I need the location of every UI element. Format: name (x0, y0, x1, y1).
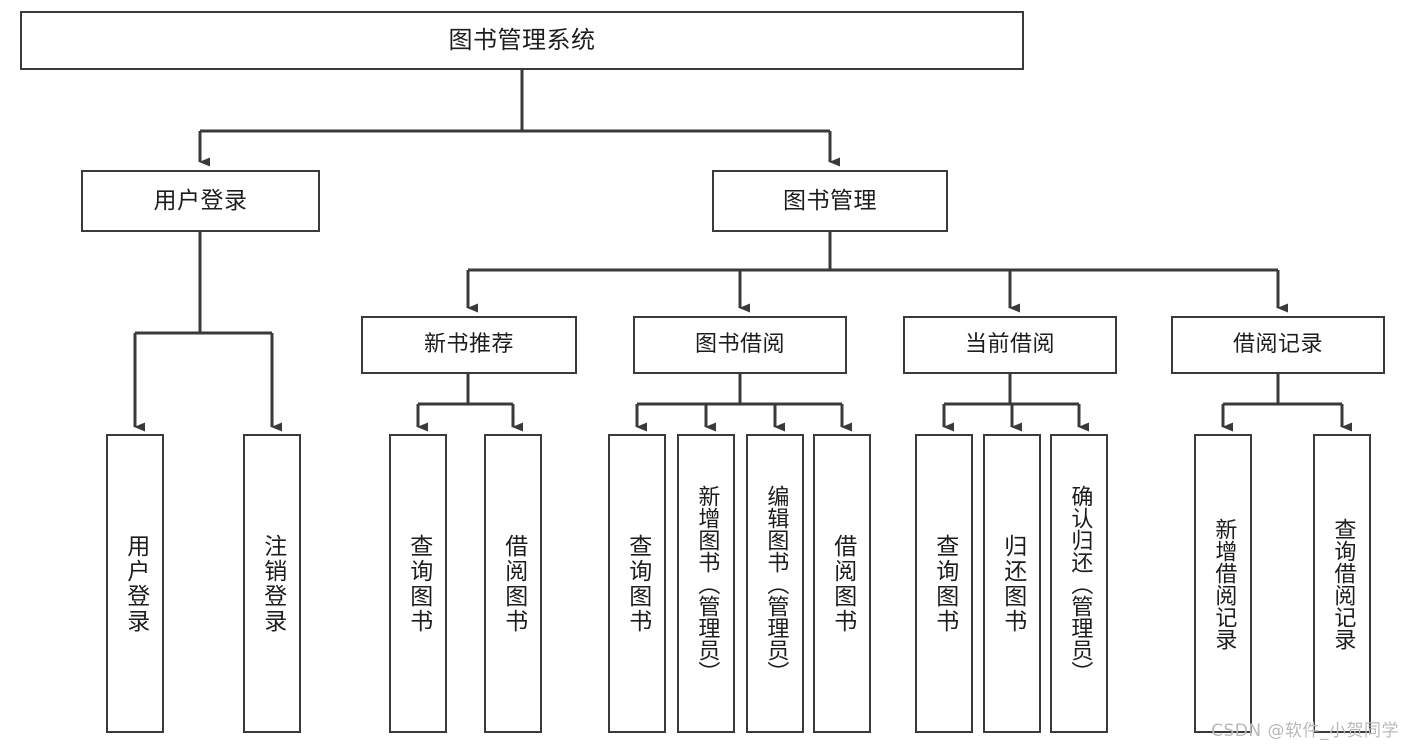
node-root-label: 图书管理系统 (448, 25, 596, 54)
node-leaf-query-book-2[interactable]: 查询图书 (608, 434, 666, 733)
node-leaf-return-book-label: 归还图书 (999, 533, 1026, 634)
node-leaf-add-record[interactable]: 新增借阅记录 (1194, 434, 1252, 733)
node-leaf-return-book[interactable]: 归还图书 (983, 434, 1041, 733)
node-leaf-borrow-book-2[interactable]: 借阅图书 (813, 434, 871, 733)
node-root[interactable]: 图书管理系统 (20, 11, 1024, 70)
node-borrow-record-label: 借阅记录 (1232, 332, 1323, 358)
node-current-borrow-label: 当前借阅 (964, 332, 1055, 358)
node-leaf-add-book[interactable]: 新增图书（管理员） (677, 434, 735, 733)
node-book-borrow[interactable]: 图书借阅 (633, 316, 847, 374)
node-leaf-query-book-2-label: 查询图书 (624, 533, 651, 634)
node-leaf-query-record[interactable]: 查询借阅记录 (1313, 434, 1371, 733)
node-leaf-borrow-book-2-label: 借阅图书 (829, 533, 856, 634)
node-leaf-add-book-label: 新增图书（管理员） (694, 484, 720, 683)
node-book-borrow-label: 图书借阅 (694, 332, 785, 358)
watermark-text: CSDN @软件_小贺同学 (1211, 721, 1399, 741)
node-current-borrow[interactable]: 当前借阅 (903, 316, 1117, 374)
node-leaf-add-record-label: 新增借阅记录 (1211, 517, 1237, 650)
node-book-management-label: 图书管理 (783, 187, 877, 214)
node-leaf-user-login-label: 用户登录 (122, 533, 149, 634)
node-leaf-logout-login[interactable]: 注销登录 (243, 434, 301, 733)
node-leaf-borrow-book-1[interactable]: 借阅图书 (484, 434, 542, 733)
node-leaf-query-book-3[interactable]: 查询图书 (915, 434, 973, 733)
node-leaf-edit-book-label: 编辑图书（管理员） (763, 484, 789, 683)
node-leaf-query-book-1-label: 查询图书 (405, 533, 432, 634)
node-leaf-user-login[interactable]: 用户登录 (106, 434, 164, 733)
node-leaf-logout-login-label: 注销登录 (259, 533, 286, 634)
node-new-book-recommend-label: 新书推荐 (423, 332, 514, 358)
node-leaf-query-record-label: 查询借阅记录 (1330, 517, 1356, 650)
node-leaf-confirm-return-label: 确认归还（管理员） (1067, 484, 1093, 683)
node-leaf-query-book-1[interactable]: 查询图书 (389, 434, 447, 733)
node-leaf-borrow-book-1-label: 借阅图书 (500, 533, 527, 634)
node-borrow-record[interactable]: 借阅记录 (1171, 316, 1385, 374)
node-new-book-recommend[interactable]: 新书推荐 (361, 316, 577, 374)
node-book-management[interactable]: 图书管理 (712, 170, 948, 232)
node-user-login-label: 用户登录 (153, 187, 248, 214)
node-leaf-edit-book[interactable]: 编辑图书（管理员） (746, 434, 804, 733)
node-user-login[interactable]: 用户登录 (81, 170, 320, 232)
node-leaf-confirm-return[interactable]: 确认归还（管理员） (1050, 434, 1108, 733)
node-leaf-query-book-3-label: 查询图书 (931, 533, 958, 634)
